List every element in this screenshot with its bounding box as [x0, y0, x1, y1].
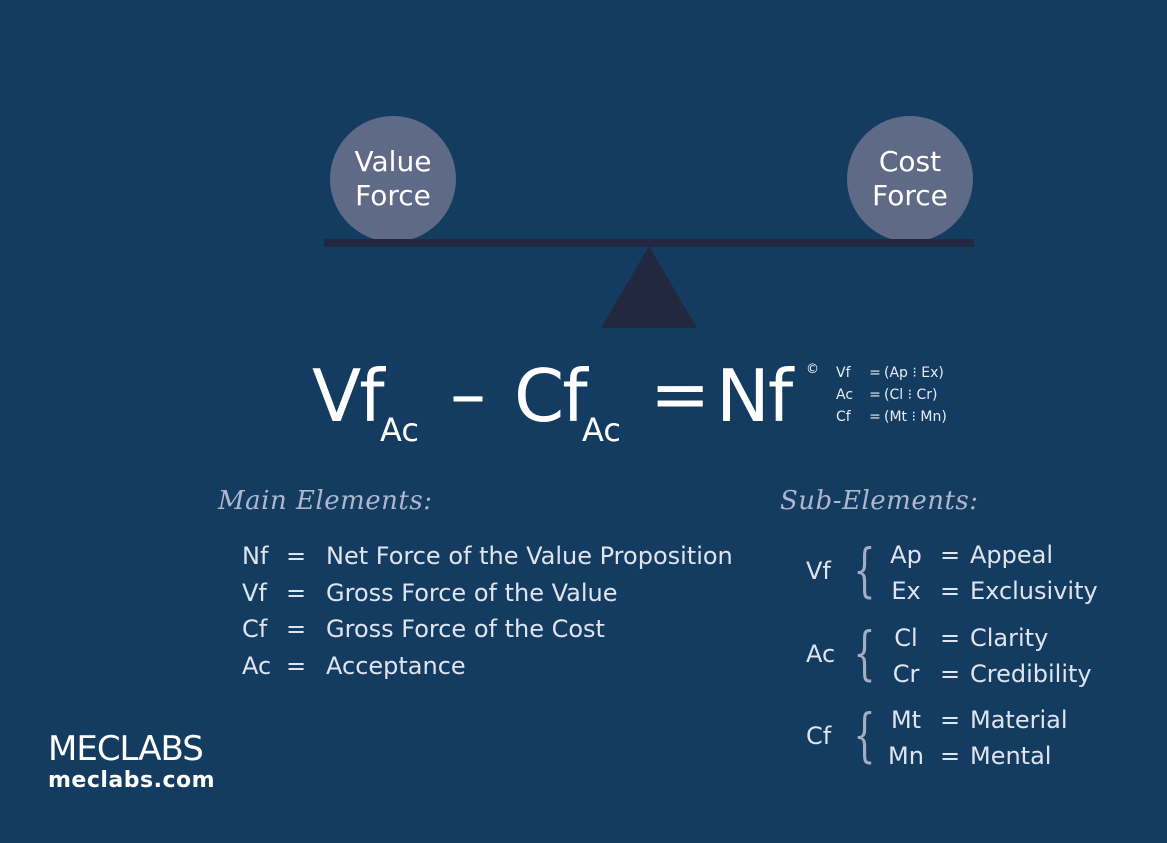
meclabs-logo: MECLABS meclabs.com	[48, 730, 215, 794]
list-item: Ex = Exclusivity	[891, 577, 1098, 605]
scale-beam	[324, 239, 974, 247]
list-item: Cf = Gross Force of the Cost	[242, 615, 605, 643]
cost-force-line1: Cost	[878, 145, 942, 178]
brand-url: meclabs.com	[48, 768, 216, 793]
brand-name: MECLABS	[48, 729, 204, 769]
value-force-weight: Value Force	[330, 116, 456, 242]
formula-definitions: Vf = (Ap ⁝ Ex) Ac = (Cl ⁝ Cr) Cf = (Mt ⁝…	[836, 362, 947, 428]
definition-row: Cf = (Mt ⁝ Mn)	[836, 409, 947, 425]
definition-row: Vf = (Ap ⁝ Ex)	[836, 365, 944, 381]
list-item: Nf = Net Force of the Value Proposition	[242, 542, 733, 570]
sub-elements-heading: Sub-Elements:	[780, 486, 979, 516]
formula-equals: =	[650, 352, 710, 436]
formula-cf: Cf	[514, 354, 588, 438]
formula-vf: Vf	[312, 354, 385, 438]
value-force-line1: Value	[354, 145, 432, 178]
list-item: Mn = Mental	[888, 742, 1052, 770]
sub-group-label: Vf	[806, 557, 831, 585]
list-item: Cr = Credibility	[892, 660, 1092, 688]
list-item: Ac = Acceptance	[242, 651, 466, 680]
left-brace-icon: {	[853, 701, 876, 769]
left-brace-icon: {	[853, 619, 876, 687]
value-force-line2: Force	[355, 179, 431, 212]
list-item: Cl = Clarity	[894, 624, 1049, 652]
cost-force-weight: Cost Force	[847, 116, 973, 242]
cost-force-line2: Force	[872, 179, 948, 212]
formula-minus: –	[450, 352, 486, 436]
main-elements-heading: Main Elements:	[218, 486, 433, 516]
formula-nf: Nf	[716, 354, 793, 438]
left-brace-icon: {	[853, 536, 876, 604]
formula-cf-subscript: Ac	[582, 411, 621, 449]
sub-group-label: Ac	[806, 640, 836, 668]
list-item: Ap = Appeal	[890, 541, 1054, 569]
definition-row: Ac = (Cl ⁝ Cr)	[836, 387, 938, 403]
formula-vf-subscript: Ac	[380, 411, 419, 449]
sub-group-label: Cf	[806, 722, 832, 750]
main-elements-list: Nf = Net Force of the Value Proposition …	[242, 538, 733, 684]
scale-fulcrum-icon	[601, 246, 697, 328]
list-item: Mt = Material	[890, 706, 1068, 734]
list-item: Vf = Gross Force of the Value	[242, 578, 618, 607]
copyright-icon: ©	[806, 362, 819, 377]
